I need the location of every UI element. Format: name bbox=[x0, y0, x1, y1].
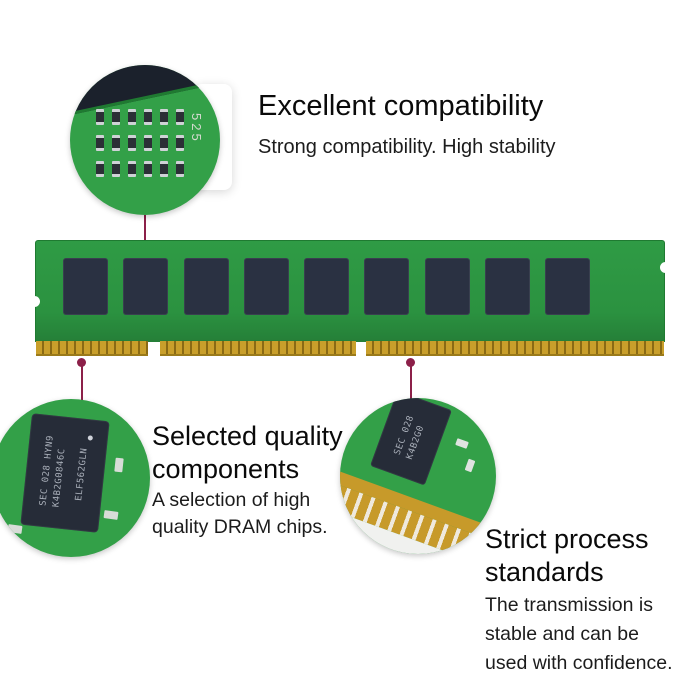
smd-component bbox=[128, 161, 136, 177]
smd-component bbox=[144, 135, 152, 151]
pcb-board bbox=[35, 240, 665, 342]
callout-dot-left bbox=[77, 358, 86, 367]
smd-component bbox=[96, 135, 104, 151]
feature-title-compatibility: Excellent compatibility bbox=[258, 90, 544, 122]
smd-component bbox=[176, 135, 184, 151]
solder-pad bbox=[114, 457, 124, 473]
pin-segment-middle bbox=[160, 341, 356, 356]
pin-segment-right bbox=[366, 341, 664, 356]
callout-line-right bbox=[410, 364, 412, 404]
dram-chip bbox=[63, 258, 108, 315]
dram-chip bbox=[364, 258, 410, 315]
chip-marking: SEC 028 HYN9 K4B2G0846C bbox=[38, 435, 68, 509]
smd-component bbox=[112, 161, 120, 177]
solder-pad bbox=[7, 524, 23, 534]
edge-notch-right bbox=[660, 262, 671, 273]
smd-component bbox=[160, 161, 168, 177]
gold-pin-strip bbox=[35, 341, 665, 356]
smd-component-grid bbox=[96, 109, 192, 195]
solder-pad bbox=[103, 510, 119, 520]
zoom-circle-solder-detail: 525 bbox=[70, 65, 220, 215]
callout-line-left bbox=[81, 364, 83, 404]
chip-row bbox=[63, 258, 590, 315]
smd-component bbox=[176, 109, 184, 125]
smd-component bbox=[160, 135, 168, 151]
pin-segment-left bbox=[36, 341, 148, 356]
dram-chip bbox=[304, 258, 349, 315]
feature-desc-components: A selection of high quality DRAM chips. bbox=[152, 489, 328, 538]
feature-subtitle-compatibility: Strong compatibility. High stability bbox=[258, 136, 556, 158]
dram-chip bbox=[424, 258, 470, 315]
dram-chip bbox=[545, 258, 590, 315]
pin1-indicator-dot bbox=[87, 435, 94, 441]
solder-pad bbox=[464, 458, 476, 473]
dram-chip bbox=[183, 258, 229, 315]
solder-pad bbox=[455, 438, 469, 449]
edge-notch-left bbox=[29, 296, 40, 307]
smd-component bbox=[96, 109, 104, 125]
dram-chip-closeup-2: SEC 028 K4B2G0 bbox=[370, 398, 452, 486]
feature-title-components: Selected quality components bbox=[152, 421, 343, 484]
smd-component bbox=[128, 109, 136, 125]
smd-component bbox=[112, 135, 120, 151]
smd-component bbox=[144, 109, 152, 125]
zoom-circle-chip-detail: SEC 028 HYN9 K4B2G0846C ELF562GLN bbox=[0, 399, 150, 557]
smd-component bbox=[128, 135, 136, 151]
chip-marking-2: SEC 028 K4B2G0 bbox=[392, 414, 427, 462]
dram-chip bbox=[123, 258, 169, 315]
dram-chip bbox=[484, 258, 530, 315]
smd-component bbox=[144, 161, 152, 177]
ram-module bbox=[29, 240, 671, 356]
smd-component bbox=[112, 109, 120, 125]
feature-desc-process: The transmission is stable and can be us… bbox=[485, 594, 673, 674]
smd-component bbox=[160, 109, 168, 125]
dram-chip-closeup: SEC 028 HYN9 K4B2G0846C ELF562GLN bbox=[20, 413, 110, 533]
callout-dot-right bbox=[406, 358, 415, 367]
feature-title-process: Strict process standards bbox=[485, 524, 649, 587]
chip-marking-side: ELF562GLN bbox=[74, 447, 90, 502]
pcb-silkscreen-marking: 525 bbox=[189, 113, 204, 144]
dram-chip bbox=[243, 258, 289, 315]
zoom-circle-pin-detail: SEC 028 K4B2G0 bbox=[340, 398, 496, 554]
smd-component bbox=[96, 161, 104, 177]
smd-component bbox=[176, 161, 184, 177]
